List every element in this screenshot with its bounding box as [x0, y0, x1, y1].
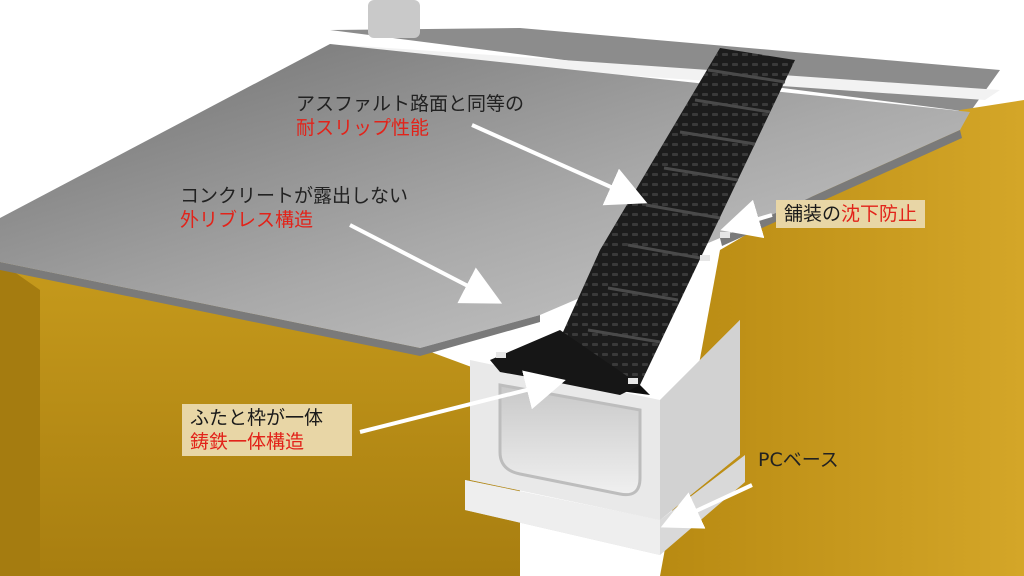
callout-pc-base-label: PCベース: [758, 449, 839, 471]
callout-slip-line1: アスファルト路面と同等の: [296, 93, 525, 115]
arrow-concrete: [349, 223, 503, 304]
callout-settlement-prefix: 舗装の: [784, 203, 842, 225]
soil-right: [660, 100, 1024, 576]
grating-frame: [490, 330, 640, 395]
arrow-integral: [359, 370, 566, 434]
callout-slip-resistance: アスファルト路面と同等の 耐スリップ性能: [296, 92, 524, 140]
callout-ribless-line2: 外リブレス構造: [180, 209, 314, 231]
pc-base-front: [465, 480, 660, 555]
callout-integral: ふたと枠が一体 鋳鉄一体構造: [182, 404, 352, 456]
soil-edge: [0, 262, 40, 576]
pole: [368, 0, 420, 38]
channel-opening: [498, 383, 642, 497]
pc-base: [465, 455, 745, 555]
cast-iron-grating: [545, 48, 795, 385]
arrow-base: [660, 483, 753, 529]
callout-slip-line2: 耐スリップ性能: [296, 117, 430, 139]
callout-settlement-emphasis: 沈下防止: [841, 203, 918, 225]
callout-ribless-line1: コンクリートが露出しない: [180, 185, 409, 207]
callout-arrows: [349, 123, 773, 529]
callout-integral-line1: ふたと枠が一体: [190, 407, 324, 429]
callout-settlement: 舗装の沈下防止: [776, 200, 926, 228]
lane-marking: [330, 45, 1000, 100]
arrow-asphalt: [471, 123, 648, 206]
callout-pc-base: PCベース: [758, 448, 839, 472]
callout-integral-line2: 鋳鉄一体構造: [190, 431, 305, 453]
arrow-pavement: [720, 199, 773, 239]
grating-ribs: [587, 68, 786, 344]
u-channel-side: [660, 320, 740, 520]
callout-ribless: コンクリートが露出しない 外リブレス構造: [180, 184, 408, 232]
